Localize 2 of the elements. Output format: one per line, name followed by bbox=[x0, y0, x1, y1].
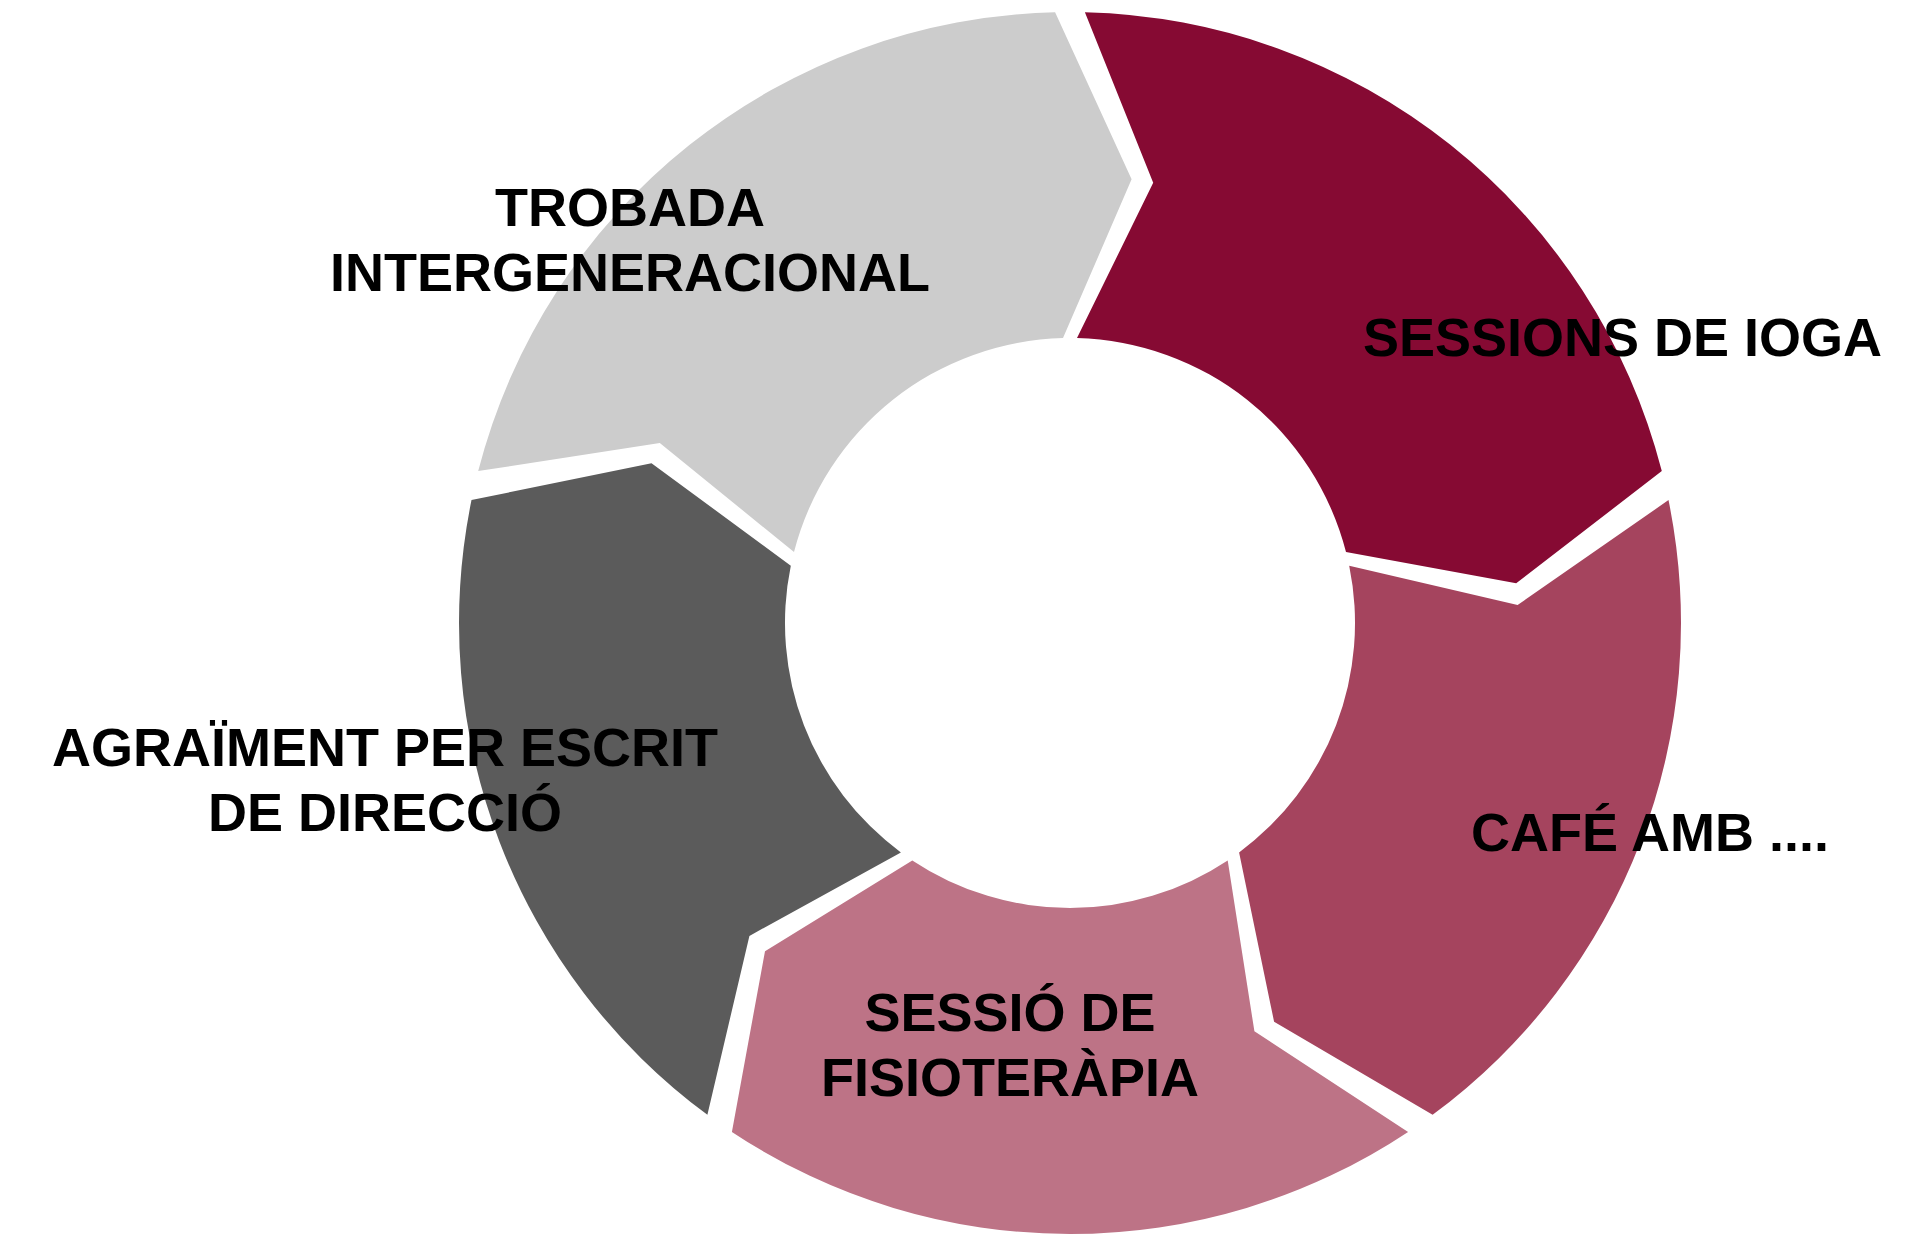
segment-label: SESSIÓ DE FISIOTERÀPIA bbox=[820, 981, 1200, 1109]
segment-label: TROBADA INTERGENERACIONAL bbox=[329, 176, 931, 304]
